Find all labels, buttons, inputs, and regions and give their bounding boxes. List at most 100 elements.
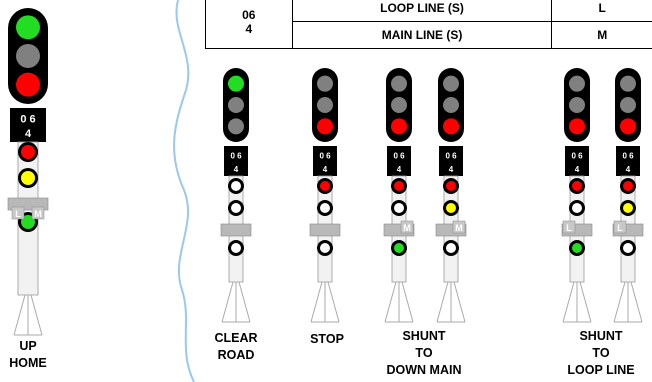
signal-number-plate — [616, 146, 640, 176]
divider-line — [173, 0, 195, 382]
main-line-cell: MAIN LINE (S) — [291, 21, 553, 49]
route-letter-box — [613, 220, 627, 234]
lamp-d — [320, 243, 330, 253]
lamp-d — [446, 243, 456, 253]
aspect-lamp-unlit — [620, 75, 636, 92]
lamp-g — [572, 243, 582, 253]
route-letter-loop: L — [15, 209, 21, 219]
signal-number-plate — [439, 146, 463, 176]
aspect-lamp-unlit — [16, 44, 40, 68]
lamp-r — [623, 181, 633, 191]
signal-number-plate — [313, 146, 337, 176]
lamp-d — [231, 243, 241, 253]
aspect-lamp-unlit — [391, 97, 407, 113]
loop-line-cell: LOOP LINE (S) — [291, 0, 553, 22]
aspect-lamp-unlit — [228, 118, 244, 135]
lamp-y — [21, 171, 35, 185]
plate-number-line2: 4 — [397, 165, 402, 174]
main-line-abbr: M — [551, 21, 652, 49]
signal-base — [562, 281, 592, 323]
signal-base — [613, 281, 643, 323]
route-letter-box — [31, 206, 45, 220]
signal-number-line1: 06 — [242, 7, 256, 22]
signal-base — [13, 294, 43, 336]
route-letter-main: M — [455, 223, 463, 233]
signal-number-cell: 06 4 — [205, 0, 293, 49]
plate-number-line2: 4 — [323, 165, 328, 174]
route-letter-box — [562, 220, 576, 234]
aspect-lamp-red — [16, 72, 40, 97]
caption-stop: STOP — [310, 332, 344, 346]
lamp-g — [394, 243, 404, 253]
caption-clear-road: CLEAR ROAD — [214, 331, 258, 362]
signal-number-plate — [565, 146, 589, 176]
lamp-r — [320, 181, 330, 191]
plate-number-line1: 0 6 — [445, 152, 457, 161]
plate-number-line2: 4 — [234, 165, 239, 174]
lamp-d — [623, 243, 633, 253]
table-row: 06 4 LOOP LINE (S) L — [205, 0, 652, 49]
aspect-lamp-green — [228, 75, 244, 92]
lamp-g — [21, 215, 35, 229]
aspect-lamp-red — [443, 118, 459, 135]
lamp-d — [394, 203, 404, 213]
lamp-d — [231, 203, 241, 213]
caption-up-home: UP HOME — [9, 339, 47, 370]
route-letter-box — [452, 220, 466, 234]
plate-number-line2: 4 — [575, 165, 580, 174]
signal-base — [310, 281, 340, 323]
aspect-lamp-unlit — [443, 97, 459, 113]
signal-base — [221, 281, 251, 323]
signal-shunt-loop-b: 0 64L — [612, 68, 644, 323]
aspect-lamp-unlit — [317, 75, 333, 92]
signal-shunt-main-b: 0 6 4M — [435, 68, 467, 323]
route-letter-loop: L — [617, 223, 623, 233]
signal-stop: 0 64 — [309, 68, 341, 323]
aspect-lamp-unlit — [443, 75, 459, 92]
plate-number-line1: 0 6 — [622, 152, 634, 161]
aspect-lamp-red — [620, 118, 636, 135]
lamp-y — [446, 203, 456, 213]
signal-shunt-loop-a: 0 64L — [561, 68, 593, 323]
aspect-lamp-unlit — [569, 75, 585, 92]
signal-clear-road: 0 64 — [220, 68, 252, 323]
route-indicator-table: 06 4 LOOP LINE (S) L MAIN LINE (S) M — [205, 0, 652, 49]
signal-number-line2: 4 — [245, 21, 253, 36]
signal-number-plate — [387, 146, 411, 176]
table-row: MAIN LINE (S) M — [206, 21, 652, 49]
route-letter-main: M — [403, 223, 411, 233]
lamp-r — [21, 145, 35, 159]
signal-number-plate — [224, 146, 248, 176]
aspect-lamp-unlit — [317, 97, 333, 113]
lamp-r — [572, 181, 582, 191]
route-indicator-bar — [309, 223, 341, 237]
aspect-lamp-unlit — [391, 75, 407, 92]
aspect-lamp-red — [317, 118, 333, 135]
lamp-y — [623, 203, 633, 213]
plate-number-line2: 4 — [449, 165, 454, 174]
plate-number-line2: 4 — [25, 128, 32, 140]
route-letter-box — [11, 206, 25, 220]
signal-base — [384, 281, 414, 323]
loop-line-abbr: L — [551, 0, 652, 22]
aspect-lamp-red — [569, 118, 585, 135]
signal-number-plate — [10, 108, 46, 142]
route-letter-box — [400, 220, 414, 234]
aspect-lamp-green — [16, 15, 40, 40]
plate-number-line1: 0 6 — [230, 152, 242, 161]
lamp-d — [231, 181, 241, 191]
aspect-lamp-unlit — [620, 97, 636, 113]
caption-shunt-down-main: SHUNT TO DOWN MAIN — [386, 329, 462, 377]
lamp-r — [446, 181, 456, 191]
caption-shunt-loop-line: SHUNT TO LOOP LINE — [567, 329, 635, 377]
route-letter-loop: L — [566, 223, 572, 233]
lamp-d — [572, 203, 582, 213]
lamp-d — [320, 203, 330, 213]
plate-number-line1: 0 6 — [393, 152, 405, 161]
aspect-lamp-unlit — [228, 97, 244, 113]
aspect-lamp-red — [391, 118, 407, 135]
signal-shunt-main-a: 0 6 4M — [383, 68, 415, 323]
aspect-lamp-unlit — [569, 97, 585, 113]
